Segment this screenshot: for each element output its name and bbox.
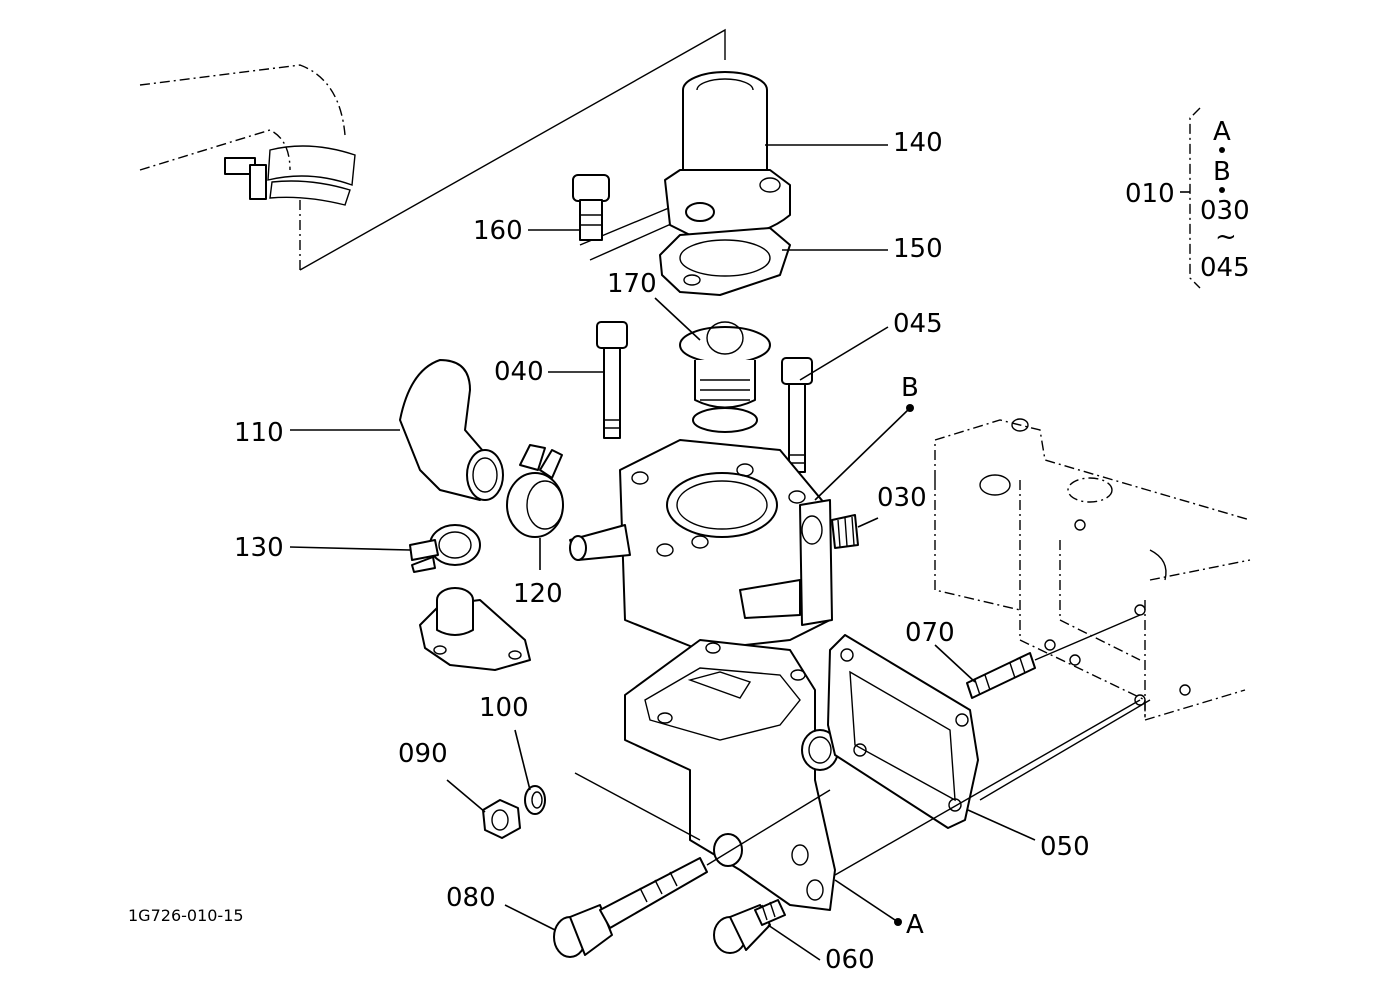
leader-lines <box>289 144 1036 961</box>
clamp-130 <box>409 524 481 573</box>
callout-140: 140 <box>893 128 943 158</box>
upper-pipe <box>139 64 356 270</box>
bolt-045 <box>781 357 813 473</box>
thermostat-170 <box>679 321 771 433</box>
engine-block <box>934 418 1251 721</box>
gasket-050 <box>827 634 979 829</box>
thermostat-housing <box>569 439 833 651</box>
clamp-120 <box>506 444 564 538</box>
figure-code: 1G726-010-15 <box>128 906 244 925</box>
legend-tilde: ~ <box>1215 222 1237 252</box>
legend-line-b: B <box>1213 157 1231 187</box>
assembly-legend <box>1180 107 1225 289</box>
callout-080: 080 <box>446 883 496 913</box>
callout-110: 110 <box>234 418 284 448</box>
legend-assembly: 010 <box>1125 179 1175 209</box>
bolt-160 <box>572 174 610 241</box>
callout-090: 090 <box>398 739 448 769</box>
legend-line-a: A <box>1213 117 1231 147</box>
marker-b-dot <box>906 404 914 412</box>
callout-b: B <box>901 373 919 403</box>
callout-100: 100 <box>479 693 529 723</box>
callout-130: 130 <box>234 533 284 563</box>
callout-a: A <box>906 910 924 940</box>
marker-a-dot <box>894 918 902 926</box>
legend-line-045: 045 <box>1200 253 1250 283</box>
bolt-040 <box>596 321 628 439</box>
plug-030 <box>801 514 859 549</box>
callout-045: 045 <box>893 309 943 339</box>
callout-040: 040 <box>494 357 544 387</box>
callout-060: 060 <box>825 945 875 975</box>
callout-160: 160 <box>473 216 523 246</box>
gasket-150 <box>659 227 791 296</box>
callout-050: 050 <box>1040 832 1090 862</box>
water-pump-body <box>624 639 839 911</box>
stud-bolt-080 <box>553 789 831 958</box>
legend-line-030: 030 <box>1200 196 1250 226</box>
callout-030: 030 <box>877 483 927 513</box>
water-flange-140 <box>664 71 791 241</box>
callout-120: 120 <box>513 579 563 609</box>
callout-070: 070 <box>905 618 955 648</box>
stud-070 <box>966 614 1141 699</box>
hose-110 <box>399 359 504 501</box>
nut-090 <box>482 799 521 839</box>
callout-170: 170 <box>607 269 657 299</box>
bolt-060 <box>713 899 786 954</box>
pipe-flange <box>419 587 531 671</box>
washer-100 <box>524 785 546 815</box>
callout-150: 150 <box>893 234 943 264</box>
